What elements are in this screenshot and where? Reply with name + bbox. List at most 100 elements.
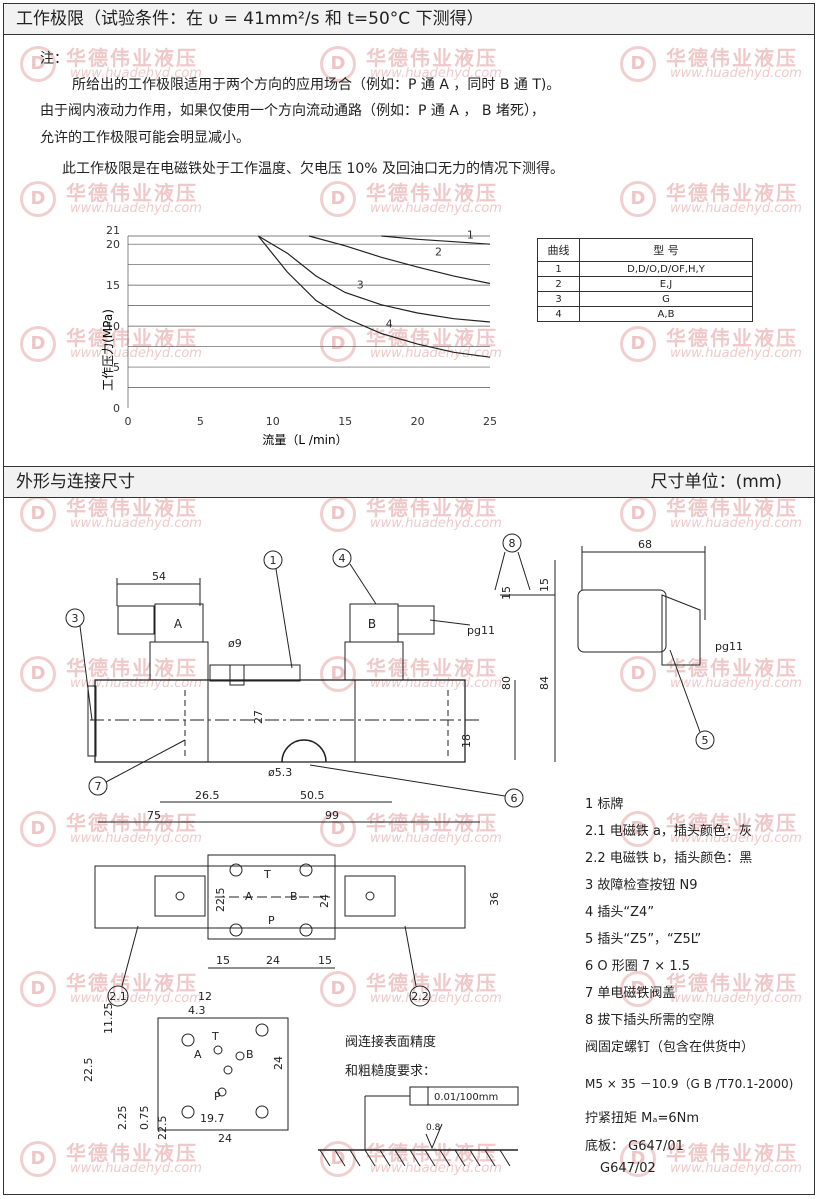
mounting-surface	[157, 1017, 289, 1131]
dim-26-5: 26.5	[195, 789, 220, 802]
dim-18: 18	[460, 734, 473, 748]
valve-body	[94, 679, 466, 763]
flatness-spec: 0.01/100mm	[434, 1092, 498, 1103]
dim-24: 24	[272, 1056, 285, 1070]
surface-req: 阀连接表面精度	[345, 1035, 437, 1050]
section-header-dimensions: 外形与连接尺寸 尺寸单位：(mm)	[3, 466, 815, 498]
callout-6: 6	[511, 792, 518, 805]
note-line: 允许的工作极限可能会明显减小。	[40, 130, 250, 146]
series-line-1	[381, 235, 491, 245]
y-tick-label: 10	[106, 320, 120, 333]
note-line: 此工作极限是在电磁铁处于工作温度、欠电压 10% 及回油口无力的情况下测得。	[62, 161, 565, 177]
dim-99: 99	[325, 809, 339, 822]
x-tick-label: 10	[266, 415, 280, 428]
dim-50-5: 50.5	[300, 789, 325, 802]
note-line: 由于阀内液动力作用，如果仅使用一个方向流动通路（例如：P 通 A ， B 堵死）…	[40, 103, 545, 119]
callout-7: 7	[95, 780, 102, 793]
series-line-2	[308, 235, 491, 285]
y-tick-label: 15	[106, 279, 120, 292]
callout-2-1: 2.1	[109, 990, 127, 1003]
series-label-4: 4	[386, 318, 393, 331]
dim-84: 84	[538, 676, 551, 690]
port-t: T	[263, 868, 271, 881]
valve-top-view	[94, 865, 466, 929]
x-tick-label: 25	[483, 415, 497, 428]
series-label-1: 1	[467, 228, 474, 241]
y-tick-label: 21	[106, 225, 120, 237]
port-a: A	[245, 890, 253, 903]
dim-15: 15	[216, 954, 230, 967]
callout-5: 5	[702, 734, 709, 747]
legend-item: 2.2 电磁铁 b，插头颜色：黑	[585, 851, 753, 866]
dim-0-75: 0.75	[138, 1106, 151, 1131]
dim-80: 80	[500, 676, 513, 690]
port-a: A	[194, 1048, 202, 1061]
dim-24: 24	[218, 1132, 232, 1145]
port-b: B	[246, 1048, 254, 1061]
dim-15: 15	[538, 578, 551, 592]
dim-4-3: 4.3	[188, 1004, 206, 1017]
legend-item: 2.1 电磁铁 a，插头颜色：灰	[585, 824, 752, 839]
port-p: P	[214, 1090, 221, 1103]
dim-15: 15	[500, 586, 513, 600]
callout-8: 8	[509, 537, 516, 550]
dim-phi5-3: ø5.3	[268, 766, 292, 779]
table-cell: A,B	[579, 306, 753, 322]
dim-phi9: ø9	[228, 637, 242, 650]
plug-side-view	[577, 589, 667, 653]
dim-11-25: 11.25	[102, 1003, 115, 1035]
legend-item: 拧紧扭矩 Mₐ=6Nm	[585, 1111, 699, 1126]
dim-12: 12	[198, 990, 212, 1003]
legend-item: 1 标牌	[585, 797, 624, 812]
dim-36: 36	[488, 892, 501, 906]
series-line-4	[257, 235, 491, 358]
y-tick-label: 20	[106, 238, 120, 251]
chart-xlabel: 流量（L /min）	[262, 433, 347, 447]
thread-label: pg11	[715, 640, 743, 653]
callout-2-2: 2.2	[411, 990, 429, 1003]
dim-24: 24	[318, 894, 331, 908]
dim-22-5: 22.5	[214, 888, 227, 913]
section-title-dimensions: 外形与连接尺寸	[16, 472, 135, 492]
series-label-2: 2	[435, 246, 442, 259]
dim-15: 15	[318, 954, 332, 967]
legend-item: G647/02	[600, 1161, 656, 1176]
chart-ylabel: 工作压力(MPa)	[101, 309, 115, 391]
port-t: T	[211, 1030, 219, 1043]
port-b: B	[290, 890, 298, 903]
x-tick-label: 0	[125, 415, 132, 428]
legend-item: 8 拔下插头所需的空隙	[585, 1013, 715, 1028]
table-header: 曲线	[537, 238, 580, 262]
legend-item: 7 单电磁铁阀盖	[585, 986, 676, 1001]
callout-4: 4	[339, 552, 346, 565]
legend-item: 6 O 形圈 7 × 1.5	[585, 959, 691, 974]
coil-b-label: B	[368, 617, 376, 631]
legend-item: M5 × 35 －10.9（G B /T70.1-2000)	[585, 1077, 794, 1091]
dim-54: 54	[152, 570, 166, 583]
dim-75: 75	[147, 809, 161, 822]
dim-24: 24	[266, 954, 280, 967]
dim-2-25: 2.25	[116, 1106, 129, 1131]
legend-item: 5 插头“Z5”，“Z5L”	[585, 932, 702, 947]
dim-19-7: 19.7	[200, 1112, 225, 1125]
section-title-limits: 工作极限（试验条件：在 υ = 41mm²/s 和 t=50°C 下测得）	[16, 9, 484, 29]
surface-req: 和粗糙度要求：	[345, 1064, 437, 1079]
x-tick-label: 15	[338, 415, 352, 428]
series-label-3: 3	[357, 278, 364, 291]
manual-override	[87, 685, 97, 757]
section-header-limits: 工作极限（试验条件：在 υ = 41mm²/s 和 t=50°C 下测得）	[3, 3, 815, 35]
o-ring	[281, 739, 327, 763]
legend-item: 阀固定螺钉（包含在供货中）	[585, 1040, 755, 1055]
legend-item: 3 故障检查按钮 N9	[585, 878, 698, 893]
port-p: P	[268, 914, 275, 927]
callout-3: 3	[72, 612, 79, 625]
callout-1: 1	[270, 554, 277, 567]
y-tick-label: 5	[113, 361, 120, 374]
x-tick-label: 5	[197, 415, 204, 428]
dim-27: 27	[252, 710, 265, 724]
